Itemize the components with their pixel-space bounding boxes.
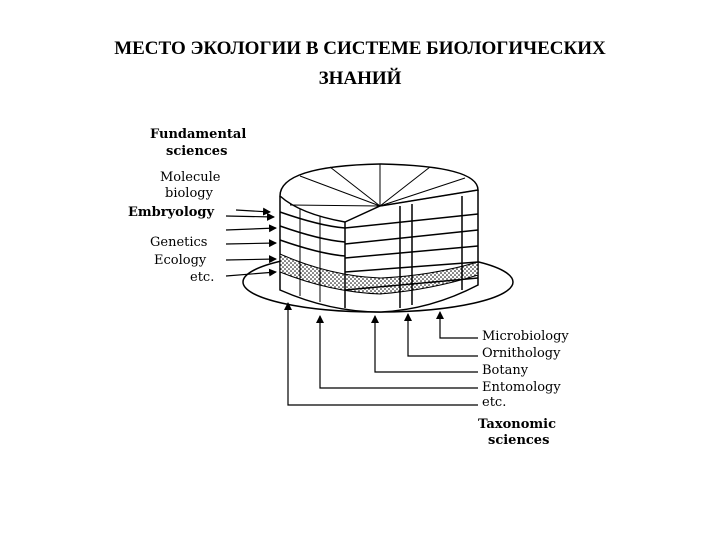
label-fundamental-2: sciences [166,144,227,159]
label-genetics: Genetics [150,235,207,250]
title-line-2: ЗНАНИЙ [318,68,402,89]
label-etc-left: etc. [190,270,214,285]
arrow-botany [371,315,478,373]
arrow-genetics [225,224,277,233]
arrow-ornithology [404,313,478,357]
label-entomology: Entomology [482,380,561,395]
page-title: МЕСТО ЭКОЛОГИИ В СИСТЕМЕ БИОЛОГИЧЕСКИХ З… [20,34,700,94]
label-taxonomic-1: Taxonomic [478,417,556,432]
title-line-1: МЕСТО ЭКОЛОГИИ В СИСТЕМЕ БИОЛОГИЧЕСКИХ [114,38,606,59]
arrow-entomology [316,315,478,389]
label-ecology: Ecology [154,253,207,268]
arrow-ecology-1 [225,239,277,248]
cake-body [279,190,479,313]
arrow-embryology [225,212,275,221]
arrow-ecology-2 [225,255,277,264]
label-microbiology: Microbiology [482,329,569,344]
label-molecule-2: biology [165,186,214,201]
label-etc-bottom: etc. [482,395,506,410]
label-fundamental-1: Fundamental [150,127,246,142]
arrow-taxonomic-etc [284,302,478,406]
label-taxonomic-2: sciences [488,433,549,448]
arrow-microbiology [436,311,478,339]
arrow-etc [225,268,277,277]
bottom-arrows [284,302,478,406]
label-embryology: Embryology [128,205,215,220]
label-ornithology: Ornithology [482,346,561,361]
label-botany: Botany [482,363,529,378]
label-molecule-1: Molecule [160,170,221,185]
left-arrows [225,207,277,277]
cake-top [279,163,479,223]
arrow-molecule [235,207,271,216]
